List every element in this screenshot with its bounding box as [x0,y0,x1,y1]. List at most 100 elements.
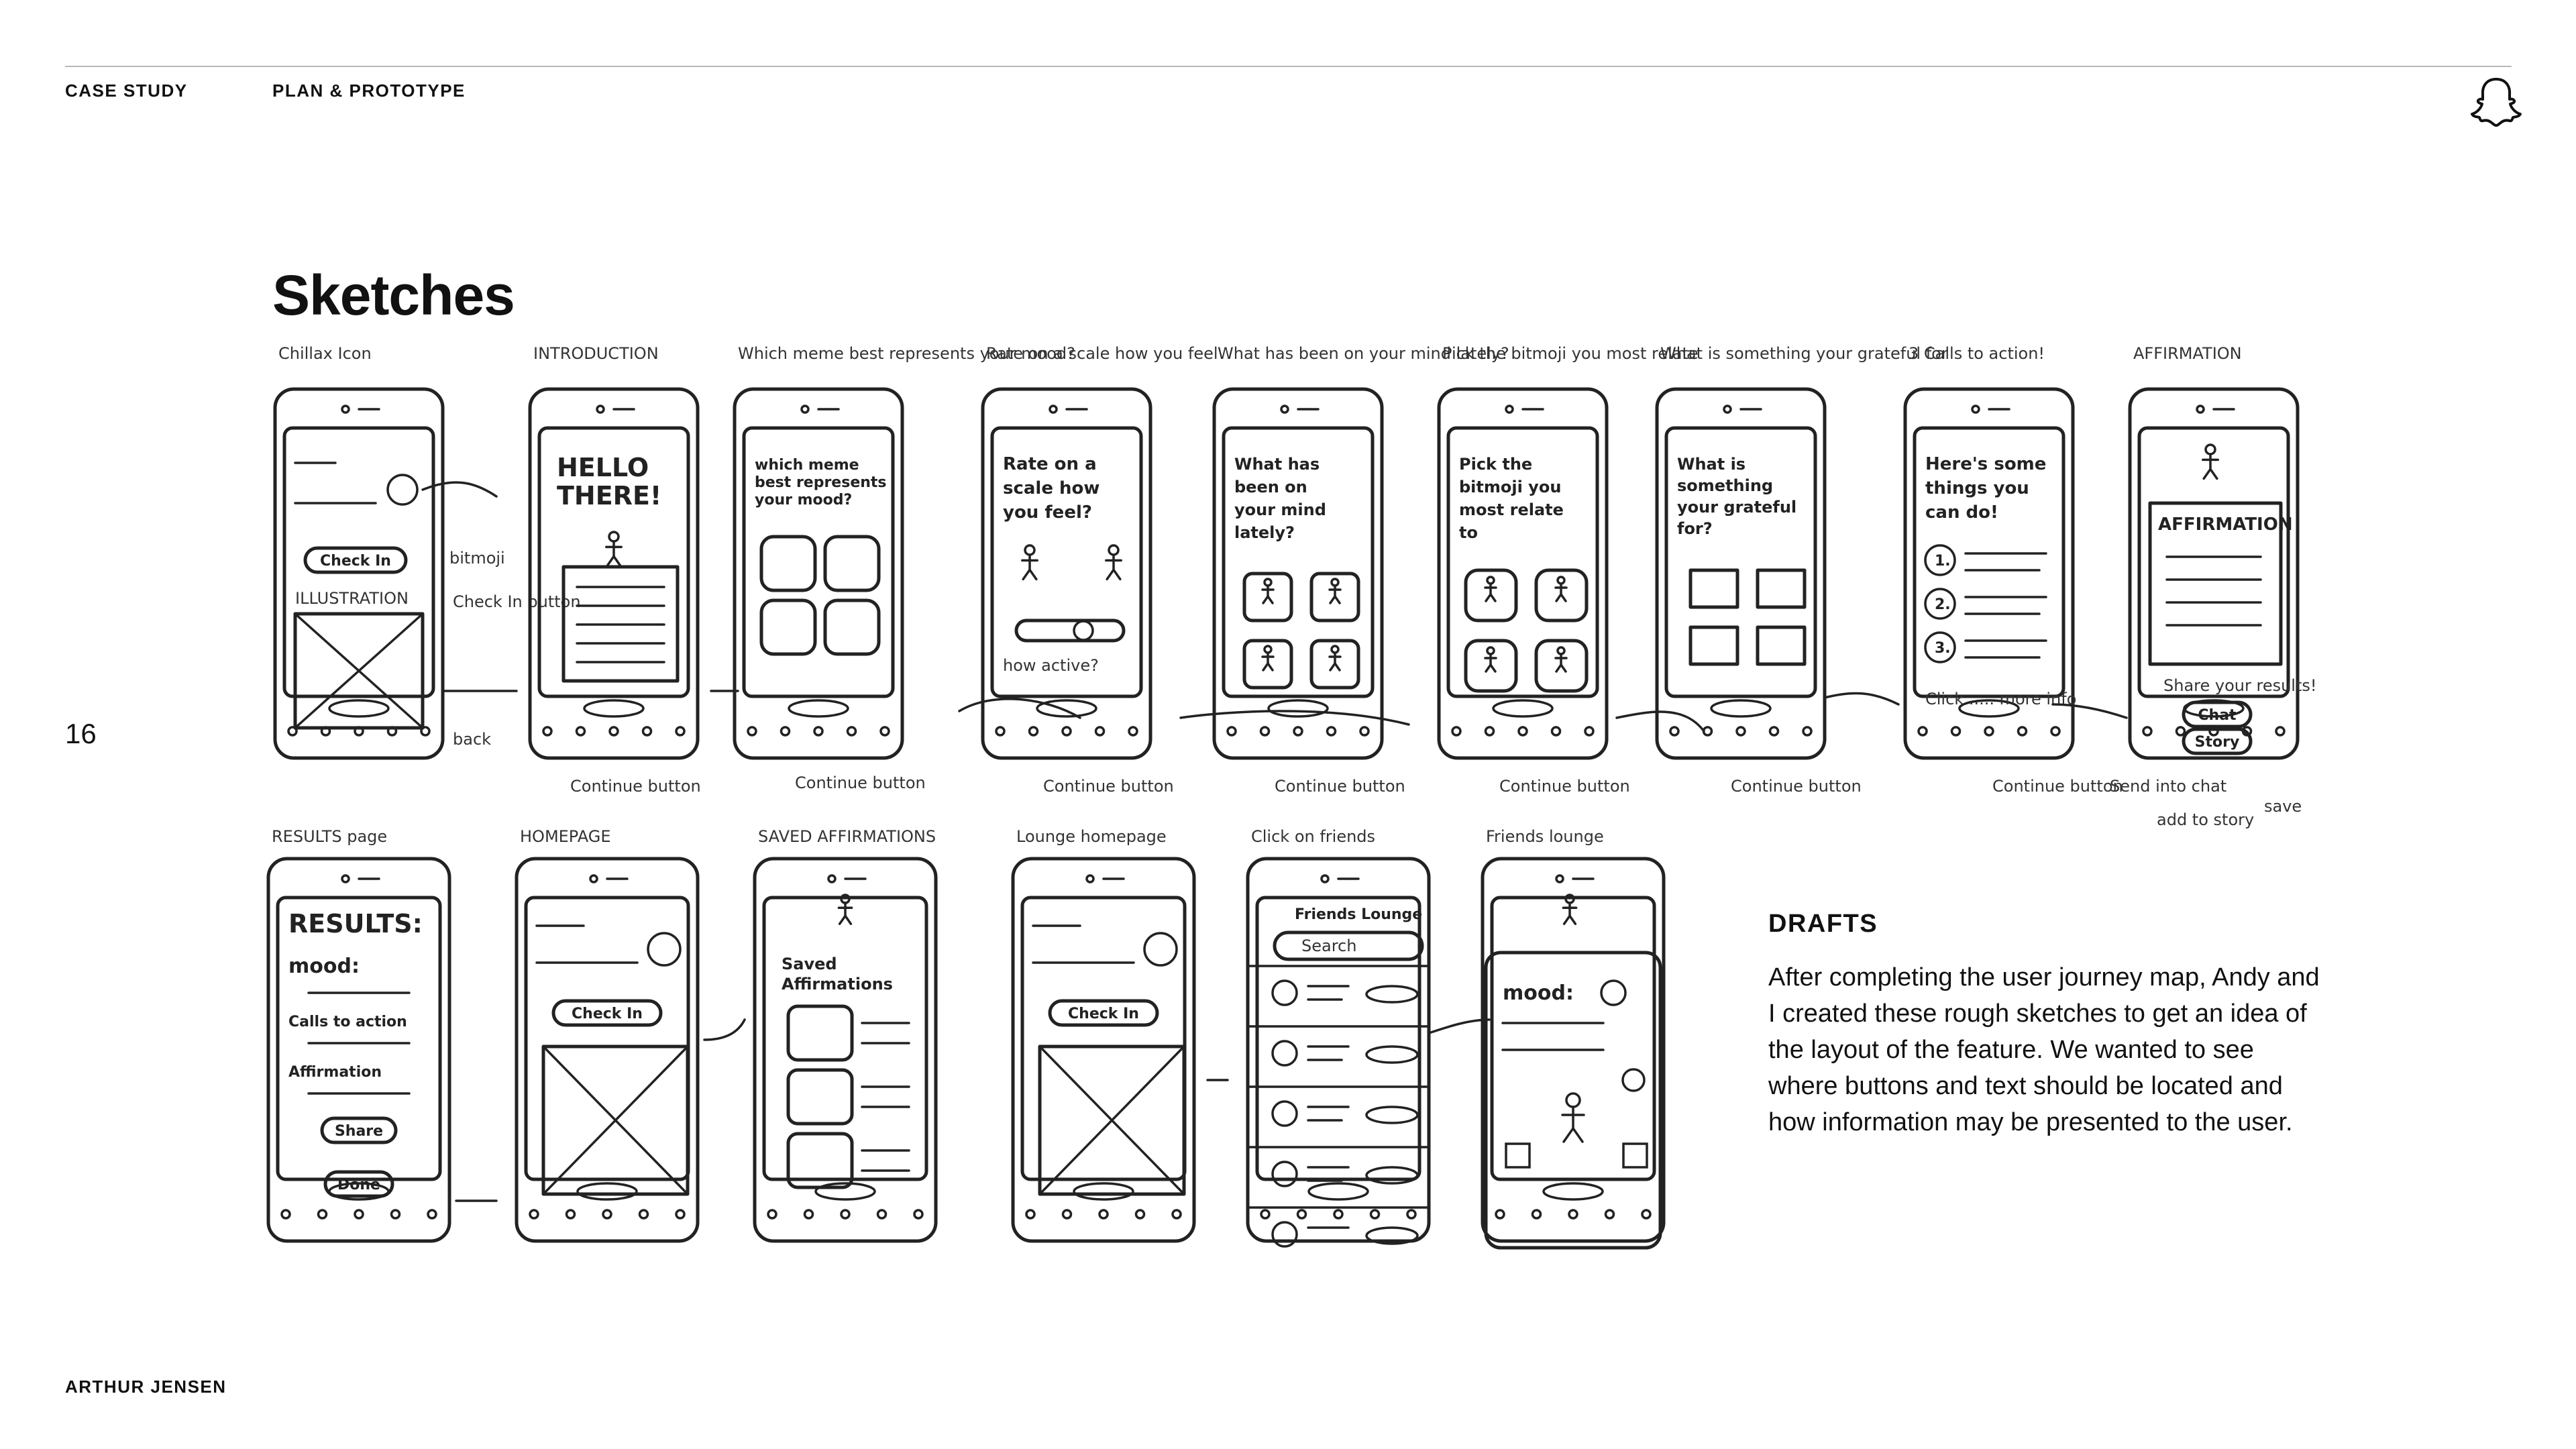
sketch-caption: Which meme best represents your mood? [738,344,1075,363]
sketch-note: Continue button [1043,777,1174,796]
sketch-arrow [1615,710,1705,733]
check-in-sketch-button: Check In [1048,999,1159,1027]
author-name: ARTHUR JENSEN [65,1377,227,1397]
sketch-text: Share your results! [2163,676,2317,695]
svg-text:Check In: Check In [1068,1006,1139,1022]
search-sketch-input: Search [1301,936,1356,955]
sketch-text: scale how [1003,478,1099,498]
sketch-note: add to story [2157,810,2254,829]
sketch-arrow [703,1018,746,1041]
sketch-phone-7: What is something your grateful forWhat … [1655,344,1948,796]
svg-text:1.: 1. [1935,553,1951,570]
svg-text:3.: 3. [1935,640,1951,657]
sketch-note: bitmoji [449,549,505,568]
sketch-arrow [2051,703,2128,719]
illustration-label: ILLUSTRATION [295,589,409,608]
sketch-text: Here's some [1925,454,2046,474]
sketch-text: Saved [782,955,837,973]
sketch-note: Continue button [1275,777,1405,796]
svg-text:Friends Lounge: Friends Lounge [1295,906,1422,923]
sketch-text: been on [1234,478,1307,496]
page-number: 16 [65,718,97,749]
sketch-note: Continue button [1499,777,1630,796]
sketch-text: Affirmations [782,975,893,994]
sketch-text: Rate on a [1003,454,1097,474]
sketch-text: how active? [1003,656,1099,675]
svg-text:mood:: mood: [1503,981,1574,1005]
sketch-caption: 3 Calls to action! [1909,344,2045,363]
svg-text:Check In: Check In [320,553,391,570]
sketch-phone-11: HOMEPAGE Check In [515,827,700,1243]
sketch-caption: Chillax Icon [278,344,372,363]
sketch-note: Continue button [1992,777,2123,796]
sketch-text: THERE! [557,481,661,511]
sketch-phone-5: What has been on your mind lately? What h… [1212,344,1509,796]
sketch-text: lately? [1234,523,1295,542]
sketch-text: best represents [755,474,887,491]
sketch-text: you feel? [1003,502,1092,523]
svg-text:Story: Story [2195,734,2240,751]
sketch-caption: Friends lounge [1486,827,1604,846]
drafts-heading: DRAFTS [1768,910,1878,938]
sketch-arrow [1428,1018,1491,1034]
svg-text:Calls to action: Calls to action [288,1014,407,1030]
sketch-text: can do! [1925,502,1998,523]
sketch-caption: SAVED AFFIRMATIONS [758,827,936,846]
svg-text:Done: Done [337,1177,380,1193]
drafts-body: After completing the user journey map, A… [1768,963,2320,1136]
svg-text:Chat: Chat [2198,707,2237,724]
sketch-text: your mind [1234,500,1326,519]
sketch-text: What has [1234,455,1320,474]
sketch-text: things you [1925,478,2029,498]
sketch-phone-8: 3 Calls to action! Here's some things you c… [1903,344,2123,796]
sketch-arrow [421,481,498,498]
sketch-caption: HOMEPAGE [520,827,611,846]
svg-text:mood:: mood: [288,955,360,978]
sketch-caption: What has been on your mind lately? [1218,344,1509,363]
sketch-arrow [958,698,1081,719]
sketch-phone-15: Friends lounge mood: [1481,827,1666,1250]
svg-text:2.: 2. [1935,596,1951,613]
sketch-text: Pick the [1459,455,1532,474]
svg-text:Share: Share [335,1123,383,1140]
svg-text:RESULTS:: RESULTS: [288,909,423,938]
sketch-caption: Lounge homepage [1016,827,1167,846]
header-section: PLAN & PROTOTYPE [272,80,466,101]
sketch-text: What is [1677,455,1746,474]
svg-text:Check In: Check In [572,1006,643,1022]
sketch-phone-3: Which meme best represents your mood? whi… [733,344,1075,792]
page-title: Sketches [272,264,515,327]
snapchat-ghost-icon [2471,78,2522,127]
story-sketch-button: Story [2182,727,2253,755]
sketch-text: most relate [1459,500,1564,519]
sketch-text: which meme [755,457,859,474]
chat-sketch-button: Chat [2182,700,2253,729]
sketch-text: something [1677,476,1773,495]
sketch-text: your mood? [755,492,852,508]
sketch-text: to [1459,523,1478,542]
sketch-note: Continue button [795,773,926,792]
check-in-sketch-button: Check In [303,546,408,574]
sketch-note: Check In button [453,592,581,611]
sketch-caption: Click on friends [1251,827,1375,846]
sketch-text: bitmoji you [1459,478,1561,496]
sketch-note: Continue button [1731,777,1862,796]
sketch-caption: Pick the bitmoji you most relate [1442,344,1699,363]
check-in-sketch-button: Check In [551,999,663,1027]
sketch-text: Click ..... more info [1925,690,2076,708]
done-sketch-button: Done [323,1170,394,1198]
sketch-caption: What is something your grateful for [1660,344,1948,363]
sketch-caption: RESULTS page [272,827,387,846]
sketch-note: back [453,730,491,749]
sketch-text: HELLO [557,453,649,482]
sketch-note: save [2264,797,2302,816]
sketch-note: Continue button [570,777,701,796]
